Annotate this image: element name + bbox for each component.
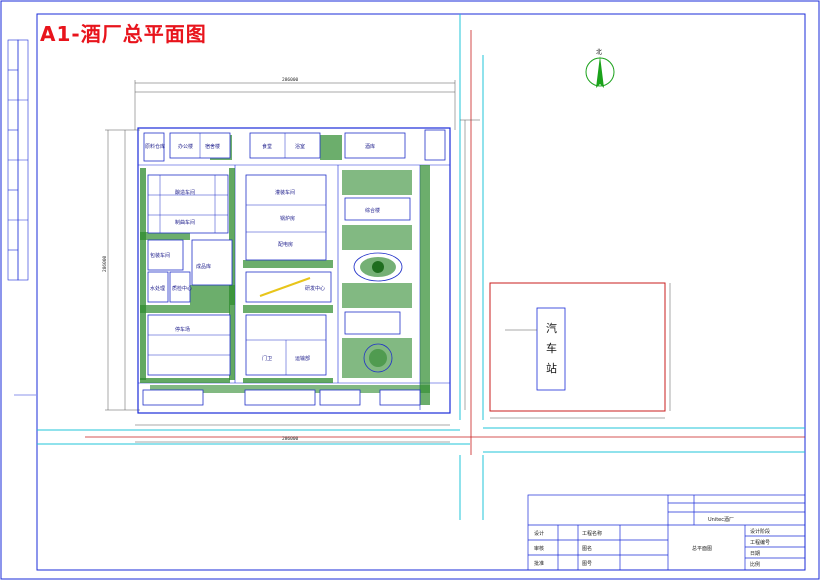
station-char-1: 汽 — [546, 321, 557, 335]
label-b2: 办公楼 — [178, 143, 193, 150]
label-b16: 质检中心 — [172, 285, 192, 292]
dimension-lines — [105, 80, 480, 443]
title-block — [527, 494, 806, 571]
bus-station-parcel: 汽 车 站 — [489, 282, 671, 419]
building-12 — [147, 314, 231, 376]
label-b13: 成品库 — [196, 263, 211, 270]
label-b9: 灌装车间 — [275, 189, 295, 196]
central-plaza — [353, 252, 403, 373]
label-b14: 包装车间 — [150, 252, 170, 259]
building-10 — [169, 271, 191, 303]
building-7 — [147, 239, 184, 271]
building-9 — [147, 271, 169, 303]
building-14 — [344, 197, 411, 221]
label-b7: 酿造车间 — [175, 189, 195, 196]
building-8 — [191, 239, 233, 286]
building-18 — [319, 389, 361, 406]
station-char-2: 车 — [546, 341, 557, 355]
label-b5: 浴室 — [295, 143, 305, 150]
north-arrow: 北 — [585, 48, 615, 88]
building-1 — [143, 132, 165, 162]
road-centerlines — [85, 30, 805, 455]
tb-row-1: 设计 — [534, 530, 544, 537]
building-11 — [245, 271, 332, 303]
bottom-total-dim: 286000 — [282, 436, 299, 442]
building-labels: 原料仓库 办公楼 宿舍楼 食堂 浴室 酒库 酿造车间 制曲车间 灌装车间 锅炉房… — [145, 143, 380, 362]
sheet-inner-border — [36, 13, 806, 571]
north-label: 北 — [596, 48, 602, 56]
title-block-text: 设计 审核 批准 工程名称 图名 图号 Unitec酒厂 总平面图 设计阶段 工… — [534, 516, 770, 568]
label-b18: 停车场 — [175, 326, 190, 333]
label-b20: 运输部 — [295, 355, 310, 362]
building-subdivisions — [148, 133, 326, 375]
building-15 — [344, 311, 401, 335]
tb-row-3: 批准 — [534, 560, 544, 567]
drawing-title: A1-酒厂总平面图 — [40, 22, 207, 46]
tb-col-1: 工程名称 — [582, 530, 602, 537]
building-4 — [344, 132, 406, 159]
label-b1: 原料仓库 — [145, 143, 165, 150]
label-b12: 综合楼 — [365, 207, 380, 214]
building-16 — [142, 389, 204, 406]
tb-project: Unitec酒厂 — [708, 516, 734, 523]
tb-row-2: 审核 — [534, 545, 544, 552]
label-b17: 研发中心 — [305, 285, 325, 292]
station-char-3: 站 — [546, 361, 557, 375]
label-b15: 水处理 — [150, 285, 165, 292]
site-boundary — [137, 127, 451, 414]
building-17 — [244, 389, 316, 406]
tb-drawing-name: 总平面图 — [692, 545, 712, 552]
buildings — [142, 129, 446, 406]
label-b3: 宿舍楼 — [205, 143, 220, 150]
top-total-dim: 286000 — [282, 77, 299, 83]
label-b10: 锅炉房 — [280, 215, 295, 222]
label-b8: 制曲车间 — [175, 219, 195, 226]
label-b4: 食堂 — [262, 143, 272, 150]
tb-right-3: 日期 — [750, 551, 760, 557]
building-5 — [147, 174, 229, 234]
building-19 — [379, 389, 421, 406]
tb-col-2: 图名 — [582, 545, 592, 552]
label-b19: 门卫 — [262, 355, 272, 362]
tb-right-2: 工程编号 — [750, 539, 770, 546]
building-6 — [245, 174, 327, 261]
tb-right-4: 比例 — [750, 561, 760, 568]
left-total-dim: 286000 — [102, 255, 108, 272]
external-roads — [37, 14, 805, 520]
tb-col-3: 图号 — [582, 561, 592, 567]
label-b11: 配电房 — [278, 241, 293, 248]
tb-right-1: 设计阶段 — [750, 528, 770, 535]
building-20 — [424, 129, 446, 161]
label-b6: 酒库 — [365, 143, 375, 150]
binding-strip — [7, 39, 36, 396]
